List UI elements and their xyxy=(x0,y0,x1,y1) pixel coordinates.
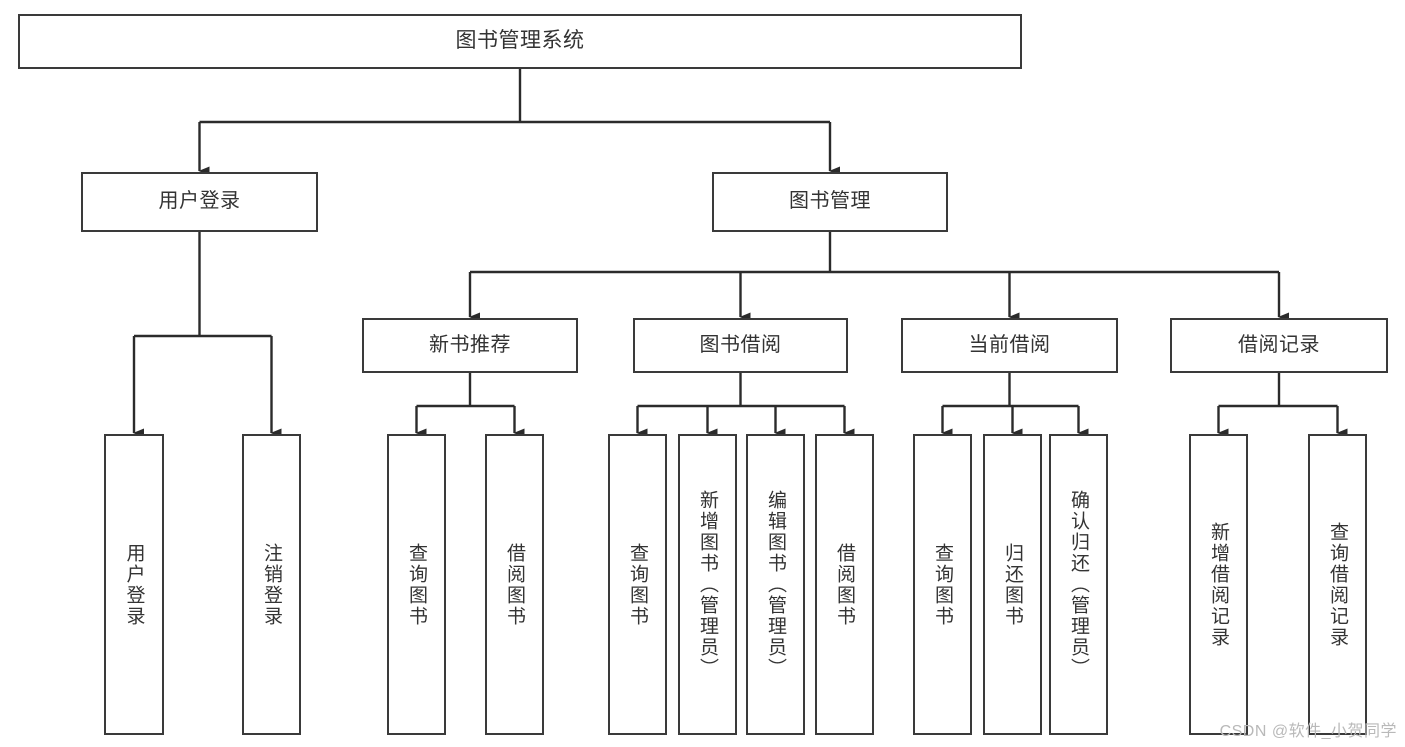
node-leaf_4[interactable]: 查询图书 xyxy=(608,434,667,735)
node-label: 归还图书 xyxy=(1002,542,1023,627)
node-label: 借阅记录 xyxy=(1238,333,1320,356)
node-label: 图书管理系统 xyxy=(455,29,585,53)
node-leaf_9[interactable]: 归还图书 xyxy=(983,434,1042,735)
node-label: 借阅图书 xyxy=(834,542,855,627)
node-label: 当前借阅 xyxy=(968,333,1051,356)
node-leaf_11[interactable]: 新增借阅记录 xyxy=(1189,434,1248,735)
node-label: 查询图书 xyxy=(406,542,427,627)
node-leaf_10[interactable]: 确认归还（管理员） xyxy=(1049,434,1108,735)
watermark: CSDN @软件_小贺同学 xyxy=(1219,723,1397,740)
node-leaf_1[interactable]: 注销登录 xyxy=(242,434,301,735)
node-label: 查询图书 xyxy=(932,542,953,627)
node-leaf_3[interactable]: 借阅图书 xyxy=(485,434,544,735)
node-leaf_7[interactable]: 借阅图书 xyxy=(815,434,874,735)
node-label: 新增图书（管理员） xyxy=(697,490,718,679)
node-label: 编辑图书（管理员） xyxy=(765,490,786,679)
node-l3_1[interactable]: 图书借阅 xyxy=(633,318,848,373)
node-label: 查询图书 xyxy=(627,542,648,627)
node-l2_1[interactable]: 图书管理 xyxy=(712,172,948,232)
node-label: 查询借阅记录 xyxy=(1327,521,1348,648)
node-l3_2[interactable]: 当前借阅 xyxy=(901,318,1118,373)
node-root[interactable]: 图书管理系统 xyxy=(18,14,1022,69)
node-label: 图书管理 xyxy=(789,190,871,213)
node-leaf_5[interactable]: 新增图书（管理员） xyxy=(678,434,737,735)
node-leaf_0[interactable]: 用户登录 xyxy=(104,434,164,735)
node-label: 新增借阅记录 xyxy=(1208,521,1229,648)
node-label: 新书推荐 xyxy=(429,333,511,356)
node-label: 注销登录 xyxy=(261,542,282,627)
node-l3_3[interactable]: 借阅记录 xyxy=(1170,318,1388,373)
node-leaf_6[interactable]: 编辑图书（管理员） xyxy=(746,434,805,735)
node-label: 用户登录 xyxy=(158,190,241,213)
node-label: 图书借阅 xyxy=(699,333,782,356)
node-leaf_12[interactable]: 查询借阅记录 xyxy=(1308,434,1367,735)
node-leaf_8[interactable]: 查询图书 xyxy=(913,434,972,735)
node-leaf_2[interactable]: 查询图书 xyxy=(387,434,446,735)
node-l2_0[interactable]: 用户登录 xyxy=(81,172,318,232)
node-label: 用户登录 xyxy=(123,542,145,627)
node-label: 确认归还（管理员） xyxy=(1068,490,1089,679)
node-label: 借阅图书 xyxy=(504,542,525,627)
node-l3_0[interactable]: 新书推荐 xyxy=(362,318,578,373)
